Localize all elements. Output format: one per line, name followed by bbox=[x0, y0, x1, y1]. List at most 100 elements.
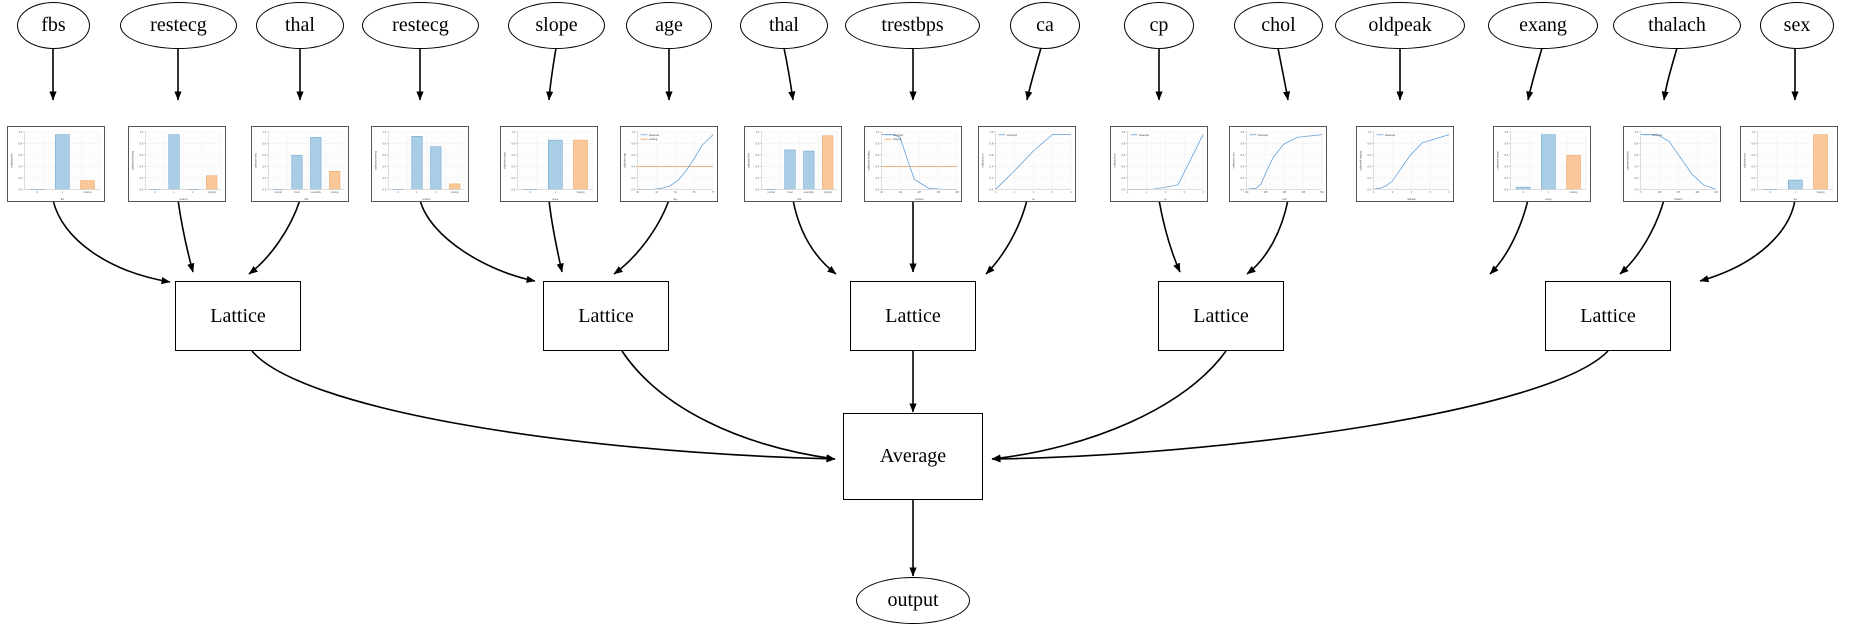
svg-text:0.8: 0.8 bbox=[632, 142, 636, 146]
svg-text:0.0: 0.0 bbox=[263, 188, 267, 192]
input-node-chol[interactable]: chol bbox=[1234, 2, 1323, 49]
svg-text:oldpeak: oldpeak bbox=[1407, 198, 1416, 201]
svg-text:1.0: 1.0 bbox=[263, 130, 267, 134]
input-node-label: exang bbox=[1519, 14, 1567, 36]
lattice-node-5[interactable]: Lattice bbox=[1545, 281, 1671, 351]
svg-text:observed: observed bbox=[1652, 134, 1663, 137]
svg-text:0.6: 0.6 bbox=[876, 153, 880, 157]
output-node-label: output bbox=[887, 589, 939, 611]
input-node-thal-1[interactable]: thal bbox=[256, 2, 344, 49]
input-node-thalach[interactable]: thalach bbox=[1613, 2, 1741, 49]
svg-text:ca: ca bbox=[1032, 198, 1035, 201]
svg-text:0.8: 0.8 bbox=[140, 142, 144, 146]
input-node-label: chol bbox=[1261, 14, 1296, 36]
svg-text:missing: missing bbox=[451, 192, 460, 194]
svg-text:sex: sex bbox=[1793, 198, 1798, 201]
svg-text:0.6: 0.6 bbox=[1241, 153, 1245, 157]
svg-text:1: 1 bbox=[1795, 192, 1797, 194]
svg-text:345: 345 bbox=[1282, 192, 1286, 194]
svg-text:cp: cp bbox=[1164, 198, 1167, 201]
svg-text:30: 30 bbox=[636, 192, 639, 194]
svg-text:observed: observed bbox=[649, 134, 660, 137]
svg-text:missing: missing bbox=[208, 192, 217, 194]
svg-text:126: 126 bbox=[1245, 192, 1249, 194]
svg-text:0.0: 0.0 bbox=[1122, 188, 1126, 192]
input-node-restecg-1[interactable]: restecg bbox=[120, 2, 237, 49]
svg-text:calibrated sex: calibrated sex bbox=[1743, 152, 1746, 168]
svg-text:1.0: 1.0 bbox=[19, 130, 23, 134]
svg-text:0.4: 0.4 bbox=[990, 165, 994, 169]
input-node-label: restecg bbox=[150, 14, 207, 36]
svg-text:0.8: 0.8 bbox=[876, 142, 880, 146]
svg-text:calibrated restecg: calibrated restecg bbox=[374, 150, 377, 170]
input-node-cp[interactable]: cp bbox=[1124, 2, 1194, 49]
lattice-node-4[interactable]: Lattice bbox=[1158, 281, 1284, 351]
input-node-age[interactable]: age bbox=[626, 2, 712, 49]
output-node[interactable]: output bbox=[856, 577, 970, 624]
lattice-node-2[interactable]: Lattice bbox=[543, 281, 669, 351]
lattice-node-1[interactable]: Lattice bbox=[175, 281, 301, 351]
svg-text:0.8: 0.8 bbox=[1752, 142, 1756, 146]
svg-text:thal: thal bbox=[304, 198, 308, 201]
svg-text:0.4: 0.4 bbox=[140, 165, 144, 169]
input-node-fbs[interactable]: fbs bbox=[17, 2, 90, 49]
svg-text:missing: missing bbox=[1570, 192, 1579, 194]
svg-text:thalach: thalach bbox=[1674, 198, 1683, 201]
input-node-exang[interactable]: exang bbox=[1488, 2, 1598, 49]
input-node-thal-2[interactable]: thal bbox=[740, 2, 828, 49]
svg-text:missing: missing bbox=[649, 138, 658, 141]
svg-text:0.2: 0.2 bbox=[632, 176, 636, 180]
average-node[interactable]: Average bbox=[843, 413, 983, 500]
input-node-slope[interactable]: slope bbox=[508, 2, 605, 49]
input-node-sex[interactable]: sex bbox=[1760, 2, 1834, 49]
svg-text:0.4: 0.4 bbox=[19, 165, 23, 169]
svg-text:121: 121 bbox=[899, 192, 903, 194]
lattice-node-3[interactable]: Lattice bbox=[850, 281, 976, 351]
input-node-label: sex bbox=[1783, 14, 1811, 36]
input-node-label: oldpeak bbox=[1368, 14, 1432, 36]
svg-text:2: 2 bbox=[1165, 192, 1167, 194]
svg-text:observed: observed bbox=[1385, 134, 1396, 137]
svg-text:1: 1 bbox=[1146, 192, 1148, 194]
svg-text:calibrated thal: calibrated thal bbox=[747, 153, 750, 169]
svg-text:0.0: 0.0 bbox=[632, 188, 636, 192]
input-node-oldpeak[interactable]: oldpeak bbox=[1335, 2, 1465, 49]
average-node-label: Average bbox=[879, 445, 947, 467]
lattice-node-label: Lattice bbox=[1580, 304, 1636, 327]
svg-text:1.0: 1.0 bbox=[990, 130, 994, 134]
input-node-restecg-2[interactable]: restecg bbox=[362, 2, 479, 49]
svg-text:exang: exang bbox=[1545, 198, 1552, 201]
svg-text:202: 202 bbox=[1714, 192, 1718, 194]
svg-text:1.0: 1.0 bbox=[512, 130, 516, 134]
svg-text:3: 3 bbox=[1052, 192, 1054, 194]
svg-text:0: 0 bbox=[37, 192, 39, 194]
input-node-ca[interactable]: ca bbox=[1010, 2, 1080, 49]
svg-text:slope: slope bbox=[552, 198, 558, 201]
input-node-trestbps[interactable]: trestbps bbox=[845, 2, 980, 49]
svg-text:1.0: 1.0 bbox=[383, 130, 387, 134]
svg-text:0.2: 0.2 bbox=[1635, 176, 1639, 180]
svg-text:0.8: 0.8 bbox=[263, 142, 267, 146]
svg-text:94: 94 bbox=[880, 192, 883, 194]
svg-text:0.0: 0.0 bbox=[512, 188, 516, 192]
